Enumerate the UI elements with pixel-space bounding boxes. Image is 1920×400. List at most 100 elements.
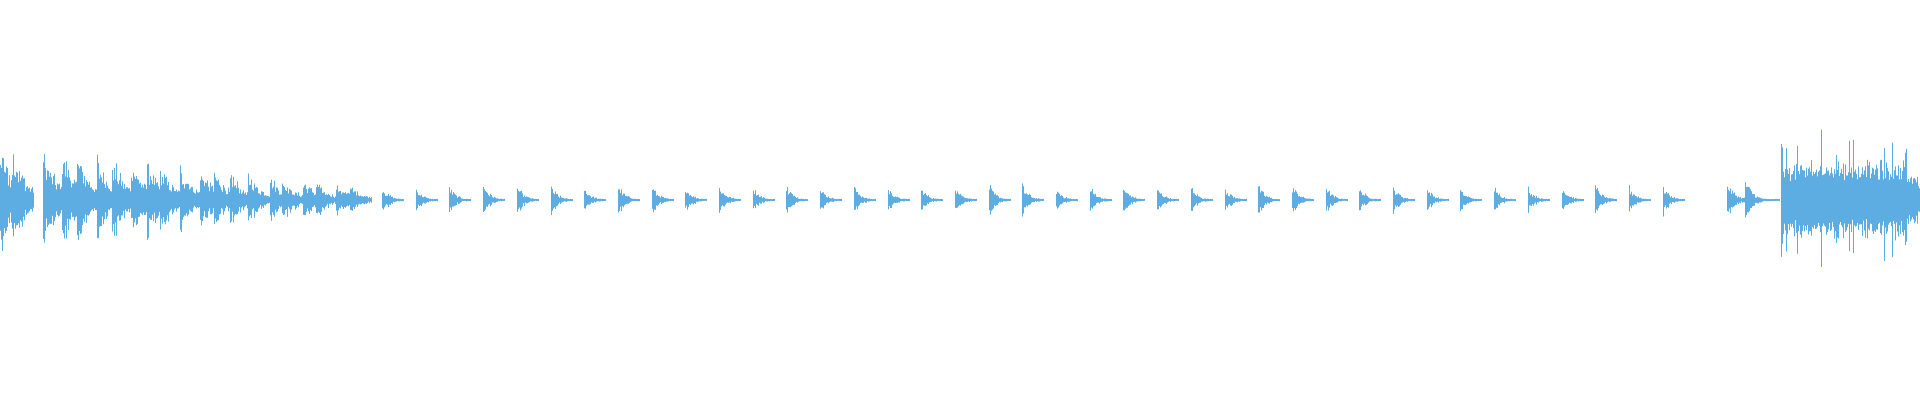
waveform-bar [200, 180, 201, 220]
waveform-bar [552, 189, 553, 211]
waveform-bar [1037, 198, 1038, 202]
waveform-bar [1337, 197, 1338, 203]
waveform-bar [215, 177, 216, 219]
waveform-bar [212, 185, 213, 214]
waveform-bar [60, 189, 61, 214]
waveform-bar [1243, 199, 1244, 201]
waveform-bar [1670, 197, 1671, 203]
waveform-bar [832, 197, 833, 202]
waveform-bar [1267, 196, 1268, 203]
waveform-bar [872, 199, 873, 202]
waveform-bar [1072, 199, 1073, 201]
waveform-bar [357, 191, 358, 207]
waveform-bar [206, 183, 207, 218]
waveform-bar [591, 197, 592, 203]
waveform-bar [1310, 198, 1311, 201]
waveform-bar [567, 198, 568, 202]
waveform-bar [56, 189, 57, 212]
waveform-bar [494, 196, 495, 203]
waveform-bar [1600, 195, 1601, 205]
waveform-bar [1003, 198, 1004, 202]
waveform-bar [53, 175, 54, 226]
waveform-bar [735, 198, 736, 202]
waveform-bar [109, 189, 110, 211]
waveform-bar [999, 198, 1000, 202]
waveform-bar [625, 196, 626, 205]
waveform-bar [703, 199, 704, 201]
waveform-bar [83, 183, 84, 219]
waveform-bar [1811, 160, 1812, 236]
waveform-bar [1170, 198, 1171, 203]
waveform-bar [1856, 173, 1857, 226]
waveform-bar [1903, 160, 1904, 236]
waveform-bar [449, 187, 450, 212]
waveform-bar [75, 182, 76, 218]
waveform-bar [1583, 199, 1584, 202]
waveform-bar [271, 179, 272, 221]
waveform-bar [568, 199, 569, 201]
waveform-bar [306, 189, 307, 212]
waveform-bar [1571, 196, 1572, 204]
waveform-bar [722, 193, 723, 206]
waveform-bar [241, 193, 242, 208]
waveform-bar [310, 188, 311, 211]
waveform-bar [942, 199, 943, 201]
waveform-bar [1076, 199, 1077, 201]
waveform-bar [1201, 198, 1202, 202]
waveform-bar [1, 167, 2, 240]
waveform-bar [1231, 194, 1232, 206]
waveform-bar [81, 166, 82, 234]
waveform-bar [892, 195, 893, 205]
waveform-bar [1639, 198, 1640, 203]
waveform-bar [25, 191, 26, 210]
waveform-bar [265, 195, 266, 206]
waveform-bar [396, 198, 397, 202]
waveform-bar [370, 198, 371, 202]
waveform-bar [1579, 198, 1580, 202]
waveform-bar [1612, 198, 1613, 202]
waveform-bar [588, 195, 589, 205]
waveform-bar [1339, 198, 1340, 202]
waveform-bar [563, 198, 564, 202]
waveform-bar [389, 196, 390, 205]
waveform-bar [1862, 167, 1863, 237]
waveform-bar [192, 187, 193, 213]
waveform-bar [908, 198, 909, 201]
waveform-bar [70, 180, 71, 220]
waveform-bar [1871, 173, 1872, 225]
waveform-bar [1099, 197, 1100, 204]
waveform-bar [185, 184, 186, 216]
waveform-bar [841, 198, 842, 201]
waveform-bar [1890, 174, 1891, 222]
waveform-bar [773, 198, 774, 201]
waveform-bar [1133, 197, 1134, 203]
waveform-bar [1058, 192, 1059, 208]
waveform-bar [1462, 191, 1463, 210]
waveform-bar [399, 198, 400, 202]
waveform-bar [805, 198, 806, 201]
waveform-bar [199, 192, 200, 207]
waveform-bar [1023, 186, 1024, 214]
waveform-bar [1642, 198, 1643, 202]
waveform-bar [1541, 198, 1542, 202]
waveform-bar [1064, 198, 1065, 203]
waveform-bar [770, 199, 771, 201]
waveform-bar [1855, 169, 1856, 227]
waveform-bar [108, 188, 109, 210]
waveform-bar [1233, 197, 1234, 203]
waveform-bar [98, 162, 99, 238]
waveform-bar [1834, 169, 1835, 239]
waveform-bar [283, 185, 284, 216]
waveform-bar [799, 198, 800, 202]
waveform-bar [455, 194, 456, 206]
waveform-bar [866, 197, 867, 203]
waveform-bar [1059, 193, 1060, 206]
waveform-bar [1563, 191, 1564, 209]
waveform-bar [1140, 198, 1141, 201]
waveform-bar [1569, 196, 1570, 203]
waveform-bar [1379, 198, 1380, 201]
waveform-bar [859, 194, 860, 205]
waveform-bar [1529, 193, 1530, 206]
waveform-bar [1110, 198, 1111, 202]
